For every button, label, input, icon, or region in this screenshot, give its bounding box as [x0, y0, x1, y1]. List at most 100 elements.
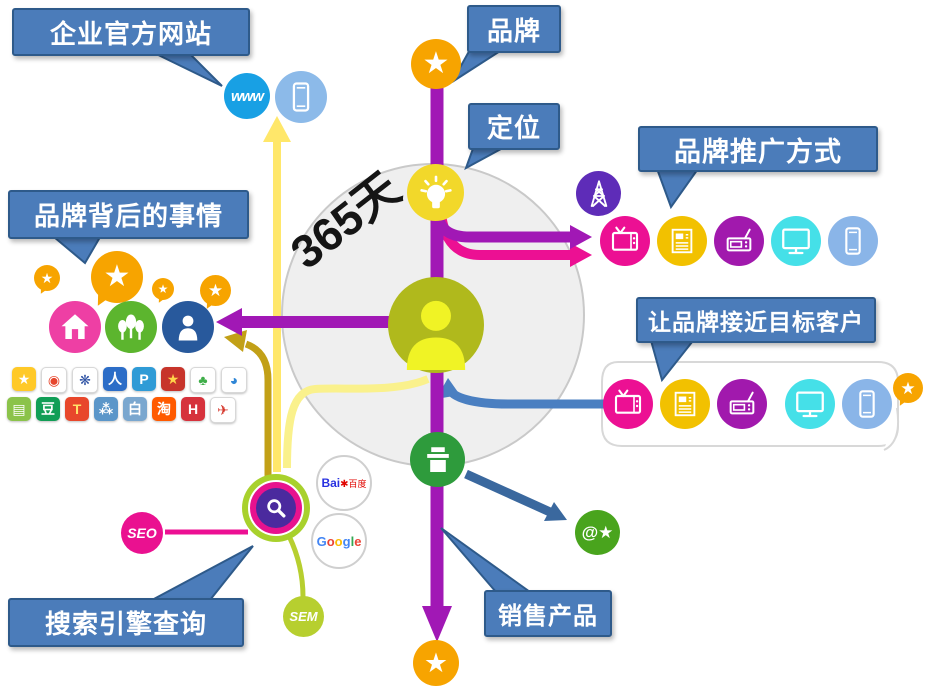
sina-weibo-icon: ◉ — [41, 367, 67, 393]
community-circle — [105, 301, 157, 353]
gold-curve-arrowhead — [224, 330, 247, 352]
bai-app-icon: 白 — [123, 397, 147, 421]
bird-app-icon: ✈ — [210, 397, 236, 423]
tv-icon — [611, 226, 639, 251]
at-star-icon: @★ — [581, 522, 614, 542]
star-icon: ★ — [423, 647, 449, 678]
yellow-up-arrowhead — [263, 116, 291, 142]
phone-icon — [292, 82, 310, 112]
callout-promotion-methods-label: 品牌推广方式 — [674, 136, 842, 167]
callout-official-site-label: 企业官方网站 — [49, 18, 212, 49]
brand-star-bottom: ★ — [413, 640, 459, 686]
seo-badge: SEO — [121, 512, 163, 554]
callout-reach-customers: 让品牌接近目标客户 — [636, 297, 876, 343]
star-icon: ★ — [207, 281, 224, 300]
star-icon: ★ — [422, 47, 450, 80]
google-letter: o — [326, 533, 335, 549]
sales-channel-arrowhead — [544, 502, 567, 521]
positioning-bulb-circle — [407, 164, 464, 221]
newspaper-icon — [674, 391, 696, 417]
douban-icon: 豆 — [36, 397, 60, 421]
main-purple-arrowhead — [422, 606, 452, 642]
callout-brand-label: 品牌 — [486, 15, 541, 46]
search-hub-ring — [248, 480, 304, 536]
star-icon: ★ — [900, 378, 916, 398]
newspaper-icon — [671, 228, 693, 254]
callout-positioning: 定位 — [468, 103, 560, 150]
reach-media-row — [603, 379, 892, 429]
reach-star-bubble: ★ — [893, 373, 923, 403]
phone-icon — [859, 390, 875, 418]
qzone-icon: ★ — [12, 367, 36, 391]
star-icon: ★ — [40, 270, 54, 286]
callout-sell-products: 销售产品 — [484, 590, 612, 637]
monitor-icon — [796, 391, 824, 418]
newspaper-icon-circle — [660, 379, 710, 429]
monitor-icon-circle — [785, 379, 835, 429]
sales-channel-arrow-line — [464, 469, 552, 517]
baidu-paw-icon: ✱ — [340, 479, 349, 490]
baidu-circle: Bai✱百度 — [316, 455, 372, 511]
baidu-logo: Bai✱百度 — [321, 476, 366, 490]
google-letter: l — [350, 533, 355, 549]
story-star-bubble: ★ — [34, 265, 60, 291]
person-icon — [406, 300, 466, 370]
house-icon — [61, 314, 89, 340]
google-letter: o — [334, 533, 343, 549]
reach-row-bubble-tail — [883, 407, 900, 451]
magnifier-icon — [266, 498, 285, 517]
purple-left-arrowhead — [216, 308, 242, 336]
baidu-latin: Bai — [321, 476, 341, 490]
callout-brand-story-label: 品牌背后的事情 — [33, 201, 223, 231]
phone-icon-circle — [842, 379, 892, 429]
search-hub-core — [256, 488, 296, 528]
story-star-bubble: ★ — [200, 275, 231, 306]
broadcast-tower-circle — [576, 171, 621, 216]
tv-icon-circle — [603, 379, 653, 429]
baidu-tieba-icon: ❋ — [72, 367, 98, 393]
gold-curve-arrow-line — [244, 340, 272, 500]
story-star-bubble: ★ — [152, 278, 174, 300]
google-letter: G — [316, 533, 327, 549]
callout-sell-products-label: 销售产品 — [498, 603, 598, 630]
review-at-star-circle: @★ — [575, 510, 620, 555]
tv-icon-circle — [600, 216, 650, 266]
star-app-icon: ★ — [161, 367, 185, 391]
search-engine-hub — [242, 474, 310, 542]
renren-icon: 人 — [103, 367, 127, 391]
seo-label: SEO — [127, 525, 157, 541]
people-group-icon — [118, 314, 144, 340]
callout-search-query: 搜索引擎查询 — [8, 598, 244, 647]
lightbulb-icon — [419, 175, 452, 208]
tv-icon — [614, 389, 642, 414]
phone-icon-circle — [828, 216, 878, 266]
customer-person-circle — [388, 277, 484, 373]
google-circle: Google — [311, 513, 367, 569]
star-icon: ★ — [157, 282, 169, 296]
taobao-icon: 淘 — [152, 397, 176, 421]
map-app-icon: ▤ — [7, 397, 31, 421]
google-logo: Google — [317, 534, 362, 549]
profile-circle — [162, 301, 214, 353]
h-app-icon: H — [181, 397, 205, 421]
sem-link-line — [286, 534, 306, 598]
www-website-icon: www — [224, 73, 270, 119]
callout-brand: 品牌 — [467, 5, 561, 53]
radio-icon-circle — [714, 216, 764, 266]
radio-icon-circle — [717, 379, 767, 429]
sem-label: SEM — [289, 609, 318, 624]
promotion-media-row — [600, 216, 878, 266]
callout-promotion-methods: 品牌推广方式 — [638, 126, 878, 172]
yellow-person-search-curve — [283, 375, 430, 469]
pink-branch-arrowhead — [570, 243, 592, 267]
person-head-icon — [178, 315, 198, 341]
purple-branch-arrowhead — [570, 225, 592, 249]
phone-icon — [845, 227, 861, 255]
friends-app-icon: ⁂ — [94, 397, 118, 421]
story-star-bubble: ★ — [91, 251, 143, 303]
monitor-icon — [782, 228, 810, 255]
newspaper-icon-circle — [657, 216, 707, 266]
droplet-app-icon: ◕ — [221, 367, 247, 393]
